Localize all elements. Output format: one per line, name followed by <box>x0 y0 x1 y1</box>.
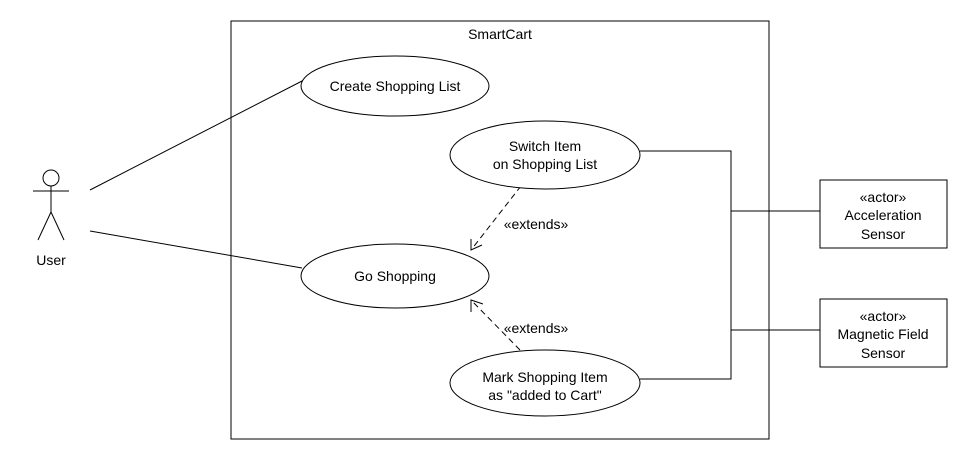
use-case-switch-item-line1: Switch Item <box>509 138 581 154</box>
use-case-switch-item-ellipse <box>449 120 641 190</box>
extends-lower-line <box>470 299 521 351</box>
acceleration-sensor-actor: «actor» Acceleration Sensor <box>819 179 948 249</box>
use-case-go-shopping-label: Go Shopping <box>354 268 436 284</box>
use-case-create-shopping-list-ellipse <box>300 55 490 117</box>
extends-upper-arrowhead <box>470 239 483 251</box>
acceleration-sensor-stereotype: «actor» <box>860 189 907 205</box>
extends-upper-line <box>470 185 522 251</box>
user-actor: User <box>33 169 69 268</box>
use-case-go-shopping: Go Shopping <box>300 243 490 309</box>
use-case-switch-item: Switch Item on Shopping List <box>449 120 641 190</box>
association-user-go-shopping <box>89 230 303 269</box>
extends-lower-arrowhead <box>470 299 484 312</box>
use-case-mark-item-line2: as "added to Cart" <box>488 387 601 403</box>
acceleration-sensor-line2: Sensor <box>861 226 906 242</box>
system-title: SmartCart <box>468 26 532 42</box>
association-bus-sensors <box>640 150 732 380</box>
user-actor-right-leg <box>50 211 65 241</box>
use-case-mark-item-line1: Mark Shopping Item <box>482 369 607 385</box>
user-actor-label: User <box>36 252 66 268</box>
use-case-mark-item: Mark Shopping Item as "added to Cart" <box>449 349 641 417</box>
magnetic-field-sensor-actor: «actor» Magnetic Field Sensor <box>819 298 948 368</box>
use-case-switch-item-line2: on Shopping List <box>493 156 597 172</box>
use-case-mark-item-ellipse <box>449 349 641 417</box>
user-actor-head <box>42 169 60 187</box>
extends-upper-label: «extends» <box>504 216 569 232</box>
magnetic-field-sensor-stereotype: «actor» <box>860 308 907 324</box>
magnetic-field-sensor-line1: Magnetic Field <box>837 326 928 342</box>
user-actor-left-leg <box>37 211 52 241</box>
magnetic-field-sensor-line2: Sensor <box>861 345 906 361</box>
extends-lower-label: «extends» <box>504 320 569 336</box>
use-case-create-shopping-list-label: Create Shopping List <box>330 78 461 94</box>
association-user-create-list <box>89 79 305 191</box>
extends-mark-to-go-shopping <box>470 299 521 351</box>
acceleration-sensor-box <box>819 179 948 249</box>
acceleration-sensor-line1: Acceleration <box>844 207 921 223</box>
use-case-go-shopping-ellipse <box>300 243 490 309</box>
use-case-create-shopping-list: Create Shopping List <box>300 55 490 117</box>
magnetic-field-sensor-box <box>819 298 948 368</box>
extends-switch-to-go-shopping <box>470 185 522 251</box>
